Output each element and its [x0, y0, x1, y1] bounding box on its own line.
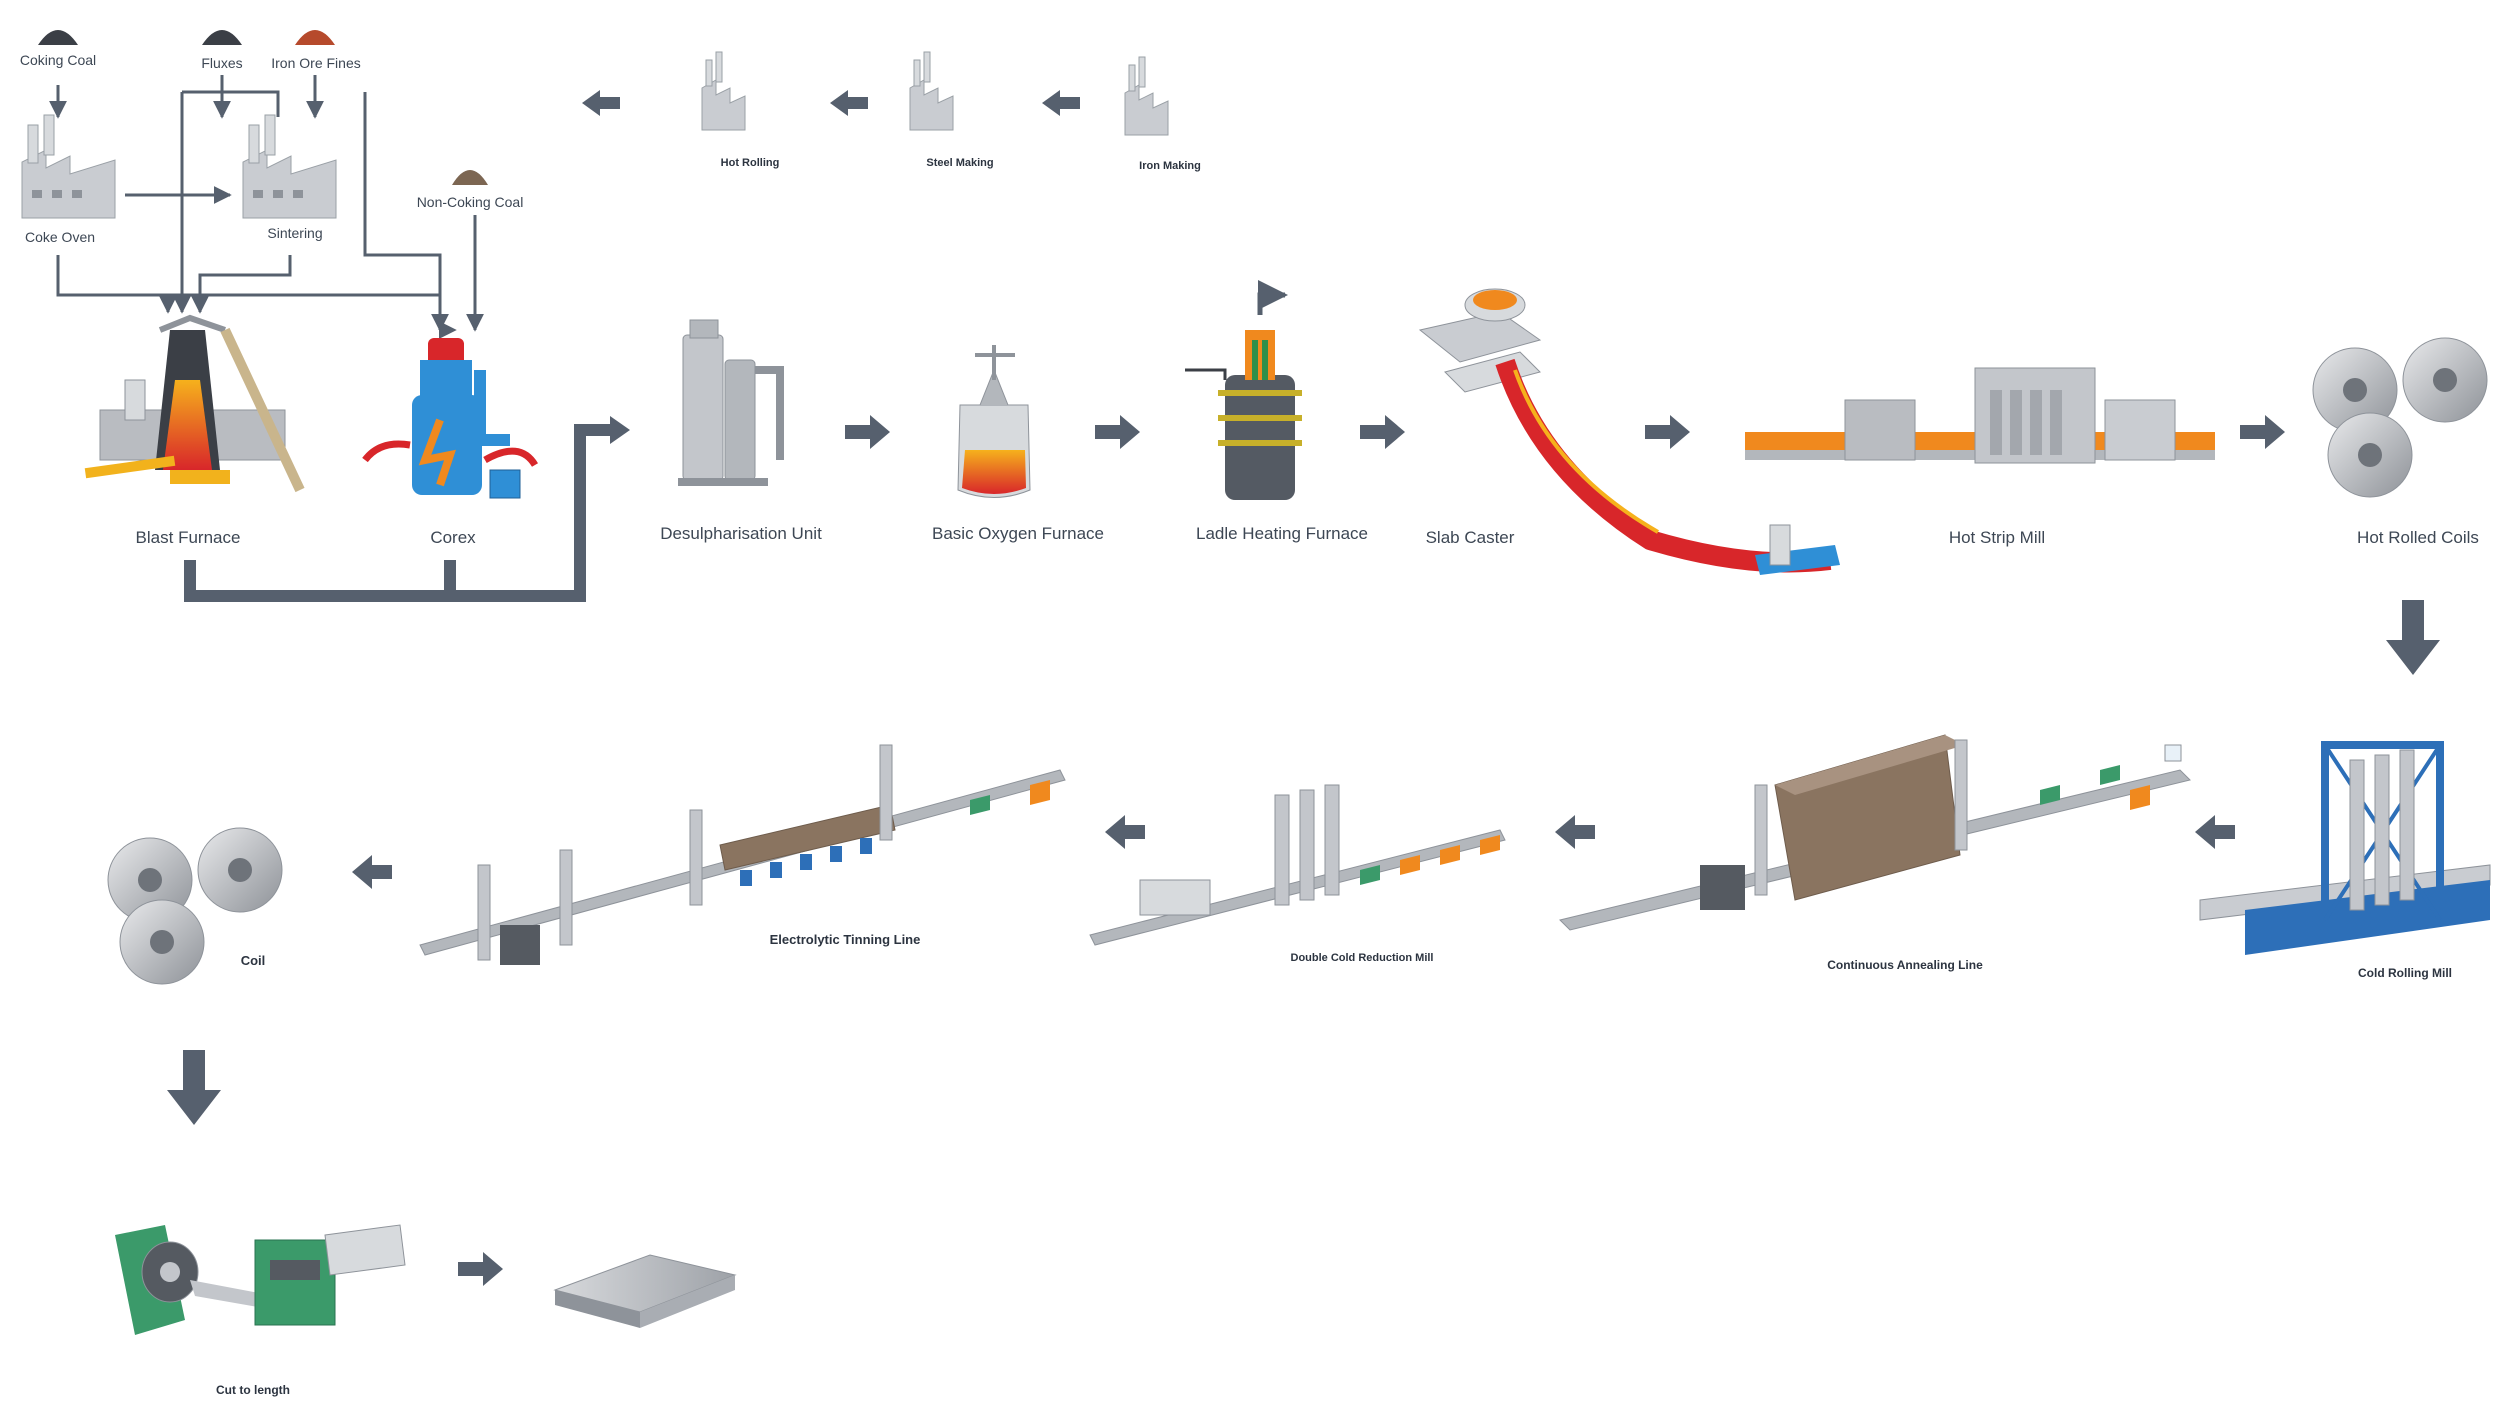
desulpharisation-unit-icon [678, 319, 784, 486]
cold-rolling-mill-icon [2199, 741, 2491, 955]
double-cold-reduction-mill-label: Double Cold Reduction Mill [1290, 952, 1434, 964]
hot-rolled-coils-label: Hot Rolled Coils [2357, 528, 2479, 547]
fluxes-label: Fluxes [201, 55, 243, 71]
desulpharisation-unit-label: Desulpharisation Unit [660, 524, 822, 543]
coke-oven-label: Coke Oven [24, 229, 96, 245]
corex-label: Corex [430, 528, 476, 547]
coil-label: Coil [240, 953, 266, 968]
feed-lines [49, 75, 484, 332]
cut-to-length-label: Cut to length [216, 1383, 290, 1397]
continuous-annealing-line-icon [1559, 734, 2191, 931]
basic-oxygen-furnace-icon [957, 345, 1031, 498]
continuous-annealing-line-label: Continuous Annealing Line [1827, 958, 1983, 972]
legend-iron-making-icon [1124, 56, 1169, 136]
steel-plate-icon [553, 1254, 737, 1328]
electrolytic-tinning-line-label: Electrolytic Tinning Line [769, 932, 921, 947]
row1-arrows [845, 415, 2440, 675]
return-connector [184, 424, 610, 602]
non-coking-coal-label: Non-Coking Coal [416, 194, 524, 210]
coke-oven-icon [21, 114, 116, 219]
row2-arrows [167, 815, 2235, 1286]
fluxes-pile-icon [202, 30, 242, 45]
sintering-label: Sintering [267, 225, 323, 241]
coking-coal-pile-icon [38, 30, 78, 45]
blast-furnace-icon [84, 314, 305, 493]
legend-hot-rolling-label: Hot Rolling [720, 157, 780, 169]
coil-icon [107, 827, 283, 985]
iron-ore-fines-pile-icon [295, 30, 335, 45]
corex-icon [362, 338, 538, 499]
legend-hot-rolling-icon [701, 51, 746, 131]
legend-arrows [582, 90, 1080, 116]
legend-steel-making-label: Steel Making [926, 157, 994, 169]
ladle-heating-furnace-label: Ladle Heating Furnace [1195, 524, 1369, 543]
hot-strip-mill-icon [1745, 367, 2215, 464]
legend-steel-making-icon [909, 51, 954, 131]
slab-caster-label: Slab Caster [1425, 528, 1515, 547]
cut-to-length-icon [115, 1224, 406, 1335]
hot-strip-mill-label: Hot Strip Mill [1948, 528, 2046, 547]
basic-oxygen-furnace-label: Basic Oxygen Furnace [932, 524, 1104, 543]
legend-iron-making-label: Iron Making [1139, 160, 1201, 172]
blast-furnace-label: Blast Furnace [135, 528, 241, 547]
iron-ore-fines-label: Iron Ore Fines [271, 55, 361, 71]
double-cold-reduction-mill-icon [1089, 784, 1506, 946]
slab-caster-icon [1418, 288, 1840, 575]
electrolytic-tinning-line-icon [419, 744, 1066, 965]
non-coking-coal-pile-icon [452, 170, 488, 185]
sintering-icon [242, 114, 337, 219]
ladle-heating-furnace-icon [1185, 280, 1302, 500]
cold-rolling-mill-label: Cold Rolling Mill [2358, 966, 2452, 980]
coking-coal-label: Coking Coal [19, 52, 97, 68]
hot-rolled-coils-icon [2312, 337, 2488, 498]
desulph-arrow-head [610, 416, 630, 444]
